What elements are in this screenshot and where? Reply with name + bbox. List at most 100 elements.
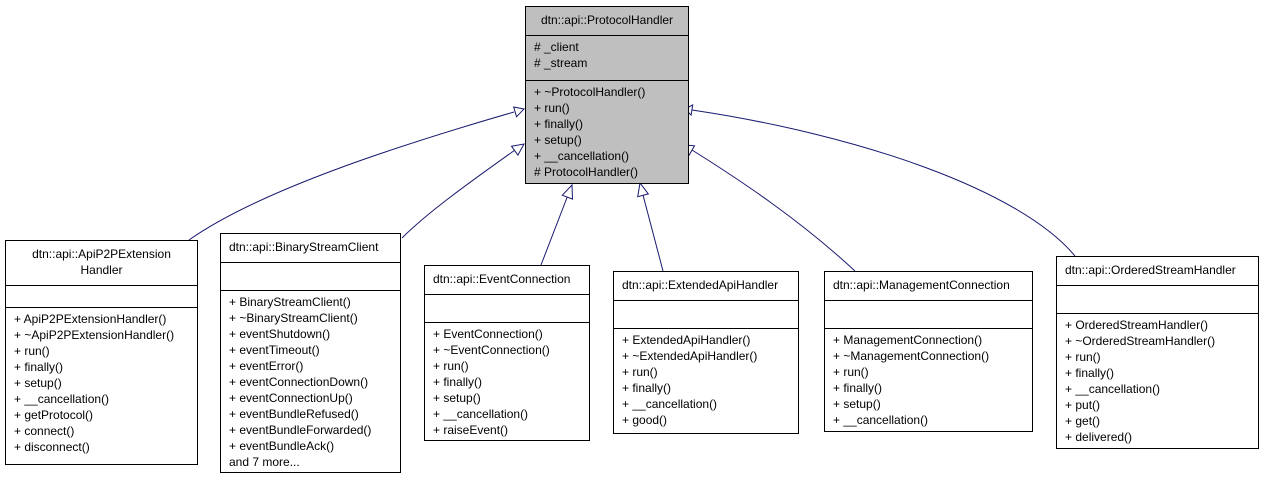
method: + run() (534, 101, 570, 115)
method: + ~ExtendedApiHandler() (622, 349, 758, 363)
method: + ~ApiP2PExtensionHandler() (14, 328, 175, 342)
method: + run() (1065, 350, 1101, 364)
arrowhead-eventconn (561, 183, 574, 200)
method: # ProtocolHandler() (534, 165, 639, 179)
class-extapi-methods: + ExtendedApiHandler() + ~ExtendedApiHan… (614, 328, 798, 432)
class-eventconn-attributes (425, 294, 589, 322)
method: + ApiP2PExtensionHandler() (14, 312, 167, 326)
class-binary-stream-client[interactable]: dtn::api::BinaryStreamClient + BinaryStr… (220, 233, 401, 473)
class-orderedstream-methods: + OrderedStreamHandler() + ~OrderedStrea… (1057, 313, 1258, 449)
method: + __cancellation() (534, 149, 630, 163)
class-title: dtn::api::OrderedStreamHandler (1065, 263, 1236, 277)
method: + ~EventConnection() (433, 343, 550, 357)
method: + raiseEvent() (433, 423, 509, 437)
method: + setup() (14, 376, 62, 390)
attribute: # _client (534, 40, 579, 54)
class-binarystream-attributes (221, 262, 400, 290)
class-management-connection[interactable]: dtn::api::ManagementConnection + Managem… (824, 271, 1033, 432)
method: + finally() (14, 360, 64, 374)
class-title: dtn::api::ProtocolHandler (540, 13, 674, 27)
method: + connect() (14, 424, 75, 438)
method: + finally() (534, 117, 584, 131)
method: + eventError() (229, 359, 304, 373)
method: + finally() (833, 381, 883, 395)
method: + disconnect() (14, 440, 90, 454)
class-protocol-handler-attributes: # _client # _stream (526, 35, 688, 80)
edge-mgmtconn (691, 149, 856, 272)
method: + setup() (534, 133, 582, 147)
class-eventconn-title: dtn::api::EventConnection (425, 266, 589, 294)
arrowhead-binarystream (510, 143, 525, 157)
method: + __cancellation() (433, 407, 529, 421)
class-binarystream-title: dtn::api::BinaryStreamClient (221, 234, 400, 262)
edge-orderedstream (691, 109, 1076, 257)
method: + finally() (433, 375, 483, 389)
class-mgmtconn-title: dtn::api::ManagementConnection (825, 272, 1032, 300)
class-protocol-handler[interactable]: dtn::api::ProtocolHandler # _client # _s… (525, 6, 689, 184)
class-apip2p-methods: + ApiP2PExtensionHandler() + ~ApiP2PExte… (6, 307, 197, 459)
class-title: dtn::api::ManagementConnection (833, 278, 1010, 292)
method: + delivered() (1065, 430, 1133, 444)
class-apip2p-attributes (6, 285, 197, 307)
method: + good() (622, 413, 668, 427)
class-protocol-handler-title: dtn::api::ProtocolHandler (526, 7, 688, 35)
method: + run() (14, 344, 50, 358)
method: + ManagementConnection() (833, 333, 983, 347)
class-extapi-attributes (614, 300, 798, 328)
class-binarystream-methods: + BinaryStreamClient() + ~BinaryStreamCl… (221, 290, 400, 474)
method: + __cancellation() (1065, 382, 1161, 396)
arrowhead-apip2p (512, 106, 525, 118)
class-extended-api-handler[interactable]: dtn::api::ExtendedApiHandler + ExtendedA… (613, 271, 799, 434)
class-ordered-stream-handler[interactable]: dtn::api::OrderedStreamHandler + Ordered… (1056, 256, 1259, 449)
method: + run() (433, 359, 469, 373)
method: + eventBundleAck() (229, 439, 335, 453)
method: + setup() (833, 397, 881, 411)
edge-binarystream (401, 149, 516, 239)
method: + eventShutdown() (229, 327, 331, 341)
class-orderedstream-title: dtn::api::OrderedStreamHandler (1057, 257, 1258, 285)
class-title: dtn::api::BinaryStreamClient (229, 240, 379, 254)
method: + finally() (1065, 366, 1115, 380)
method: + __cancellation() (622, 397, 718, 411)
method: + __cancellation() (14, 392, 110, 406)
method: + get() (1065, 414, 1101, 428)
method: + getProtocol() (14, 408, 94, 422)
class-apip2p-title: dtn::api::ApiP2PExtension Handler (6, 241, 197, 285)
method: + setup() (433, 391, 481, 405)
edge-apip2p (188, 111, 515, 241)
class-title: dtn::api::EventConnection (433, 272, 571, 286)
method: + run() (833, 365, 869, 379)
method: + ~OrderedStreamHandler() (1065, 334, 1216, 348)
edge-extapi (642, 194, 664, 272)
method: + eventBundleRefused() (229, 407, 359, 421)
method: + EventConnection() (433, 327, 543, 341)
method: + ~ProtocolHandler() (534, 85, 646, 99)
method: + finally() (622, 381, 672, 395)
class-extapi-title: dtn::api::ExtendedApiHandler (614, 272, 798, 300)
method: + BinaryStreamClient() (229, 295, 351, 309)
class-mgmtconn-attributes (825, 300, 1032, 328)
class-title: dtn::api::ExtendedApiHandler (622, 278, 779, 292)
edge-eventconn (540, 194, 569, 266)
method: + run() (622, 365, 658, 379)
attribute: # _stream (534, 56, 588, 70)
method: + eventBundleForwarded() (229, 423, 372, 437)
class-eventconn-methods: + EventConnection() + ~EventConnection()… (425, 322, 589, 442)
class-orderedstream-attributes (1057, 285, 1258, 313)
class-title: dtn::api::ApiP2PExtension (32, 247, 171, 261)
more-methods: and 7 more... (229, 455, 300, 469)
class-apip2p-extension-handler[interactable]: dtn::api::ApiP2PExtension Handler + ApiP… (5, 240, 198, 465)
method: + put() (1065, 398, 1101, 412)
method: + eventConnectionDown() (229, 375, 369, 389)
method: + __cancellation() (833, 413, 929, 427)
arrowhead-extapi (637, 181, 650, 198)
class-title: Handler (80, 263, 123, 277)
method: + ~ManagementConnection() (833, 349, 990, 363)
class-event-connection[interactable]: dtn::api::EventConnection + EventConnect… (424, 265, 590, 441)
method: + eventTimeout() (229, 343, 320, 357)
class-mgmtconn-methods: + ManagementConnection() + ~ManagementCo… (825, 328, 1032, 432)
method: + ~BinaryStreamClient() (229, 311, 358, 325)
method: + ExtendedApiHandler() (622, 333, 751, 347)
method: + OrderedStreamHandler() (1065, 318, 1209, 332)
